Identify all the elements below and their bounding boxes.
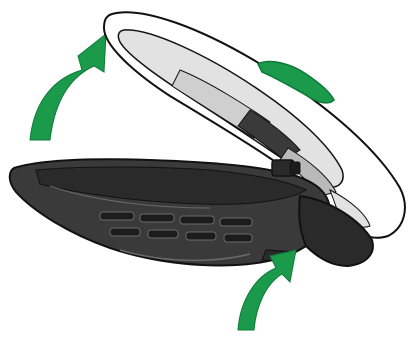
curved-arrow-top-icon — [30, 34, 106, 140]
